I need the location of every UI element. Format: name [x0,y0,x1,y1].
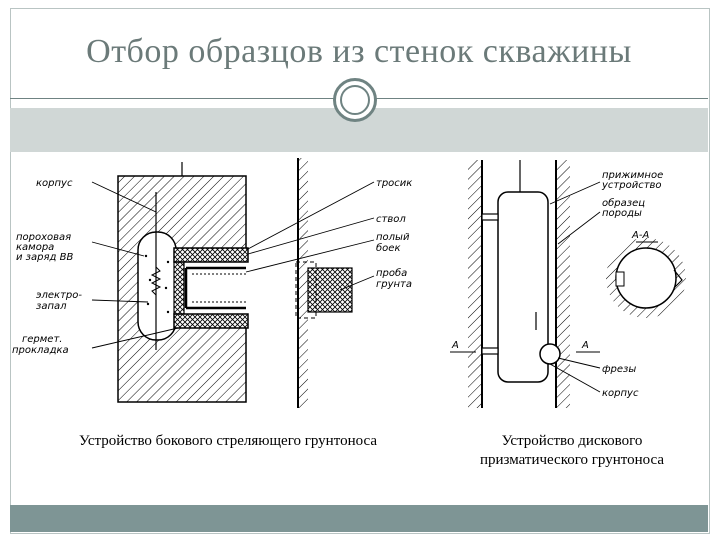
label-proba-2: грунта [376,279,412,290]
diagram-area: корпус пороховая камора и заряд ВВ элект… [10,152,708,410]
barrel-top [173,247,249,263]
label-germet-1: гермет. [22,334,62,345]
label-korpus-left: корпус [36,178,73,189]
label-stvol: ствол [376,214,406,225]
diagram-svg: корпус пороховая камора и заряд ВВ элект… [12,158,686,408]
caption-left: Устройство бокового стреляющего грунтоно… [79,433,377,449]
caption-right: Устройство дискового призматического гру… [479,433,665,468]
label-a-left: А [451,340,459,351]
right-diagram: прижимное устройство образец породы А-А … [450,160,686,408]
label-obrazec-2: породы [602,208,642,219]
slide-frame [10,8,710,534]
left-diagram: корпус пороховая камора и заряд ВВ элект… [12,158,412,408]
label-proba-1: проба [376,267,407,279]
footer-band [10,505,708,532]
hollow-striker [184,266,246,310]
label-korpus-right: корпус [602,388,639,399]
section-circle [615,247,677,309]
label-prizhim-2: устройство [601,180,662,191]
label-germet-2: прокладка [12,345,69,356]
label-a-right: А [581,340,589,351]
tool-body [497,191,549,383]
label-porokh-3: и заряд ВВ [16,252,73,263]
label-boek-2: боек [376,242,400,254]
barrel-bottom [173,313,249,329]
disk-cutter [539,343,561,365]
label-frezy: фрезы [602,364,636,375]
label-porokh-1: пороховая [16,232,71,243]
label-prizhim-1: прижимное [602,170,663,181]
label-elektro-1: электро- [36,290,82,301]
slide-title: Отбор образцов из стенок скважины [86,33,632,70]
soil-sample [307,267,353,313]
label-trosik: тросик [376,178,412,189]
label-section: А-А [631,230,649,241]
label-obrazec-1: образец [602,197,645,209]
label-porokh-2: камора [16,242,54,253]
ring-ornament-icon [333,78,377,122]
label-elektro-2: запал [36,301,67,312]
label-boek-1: полый [376,232,410,243]
